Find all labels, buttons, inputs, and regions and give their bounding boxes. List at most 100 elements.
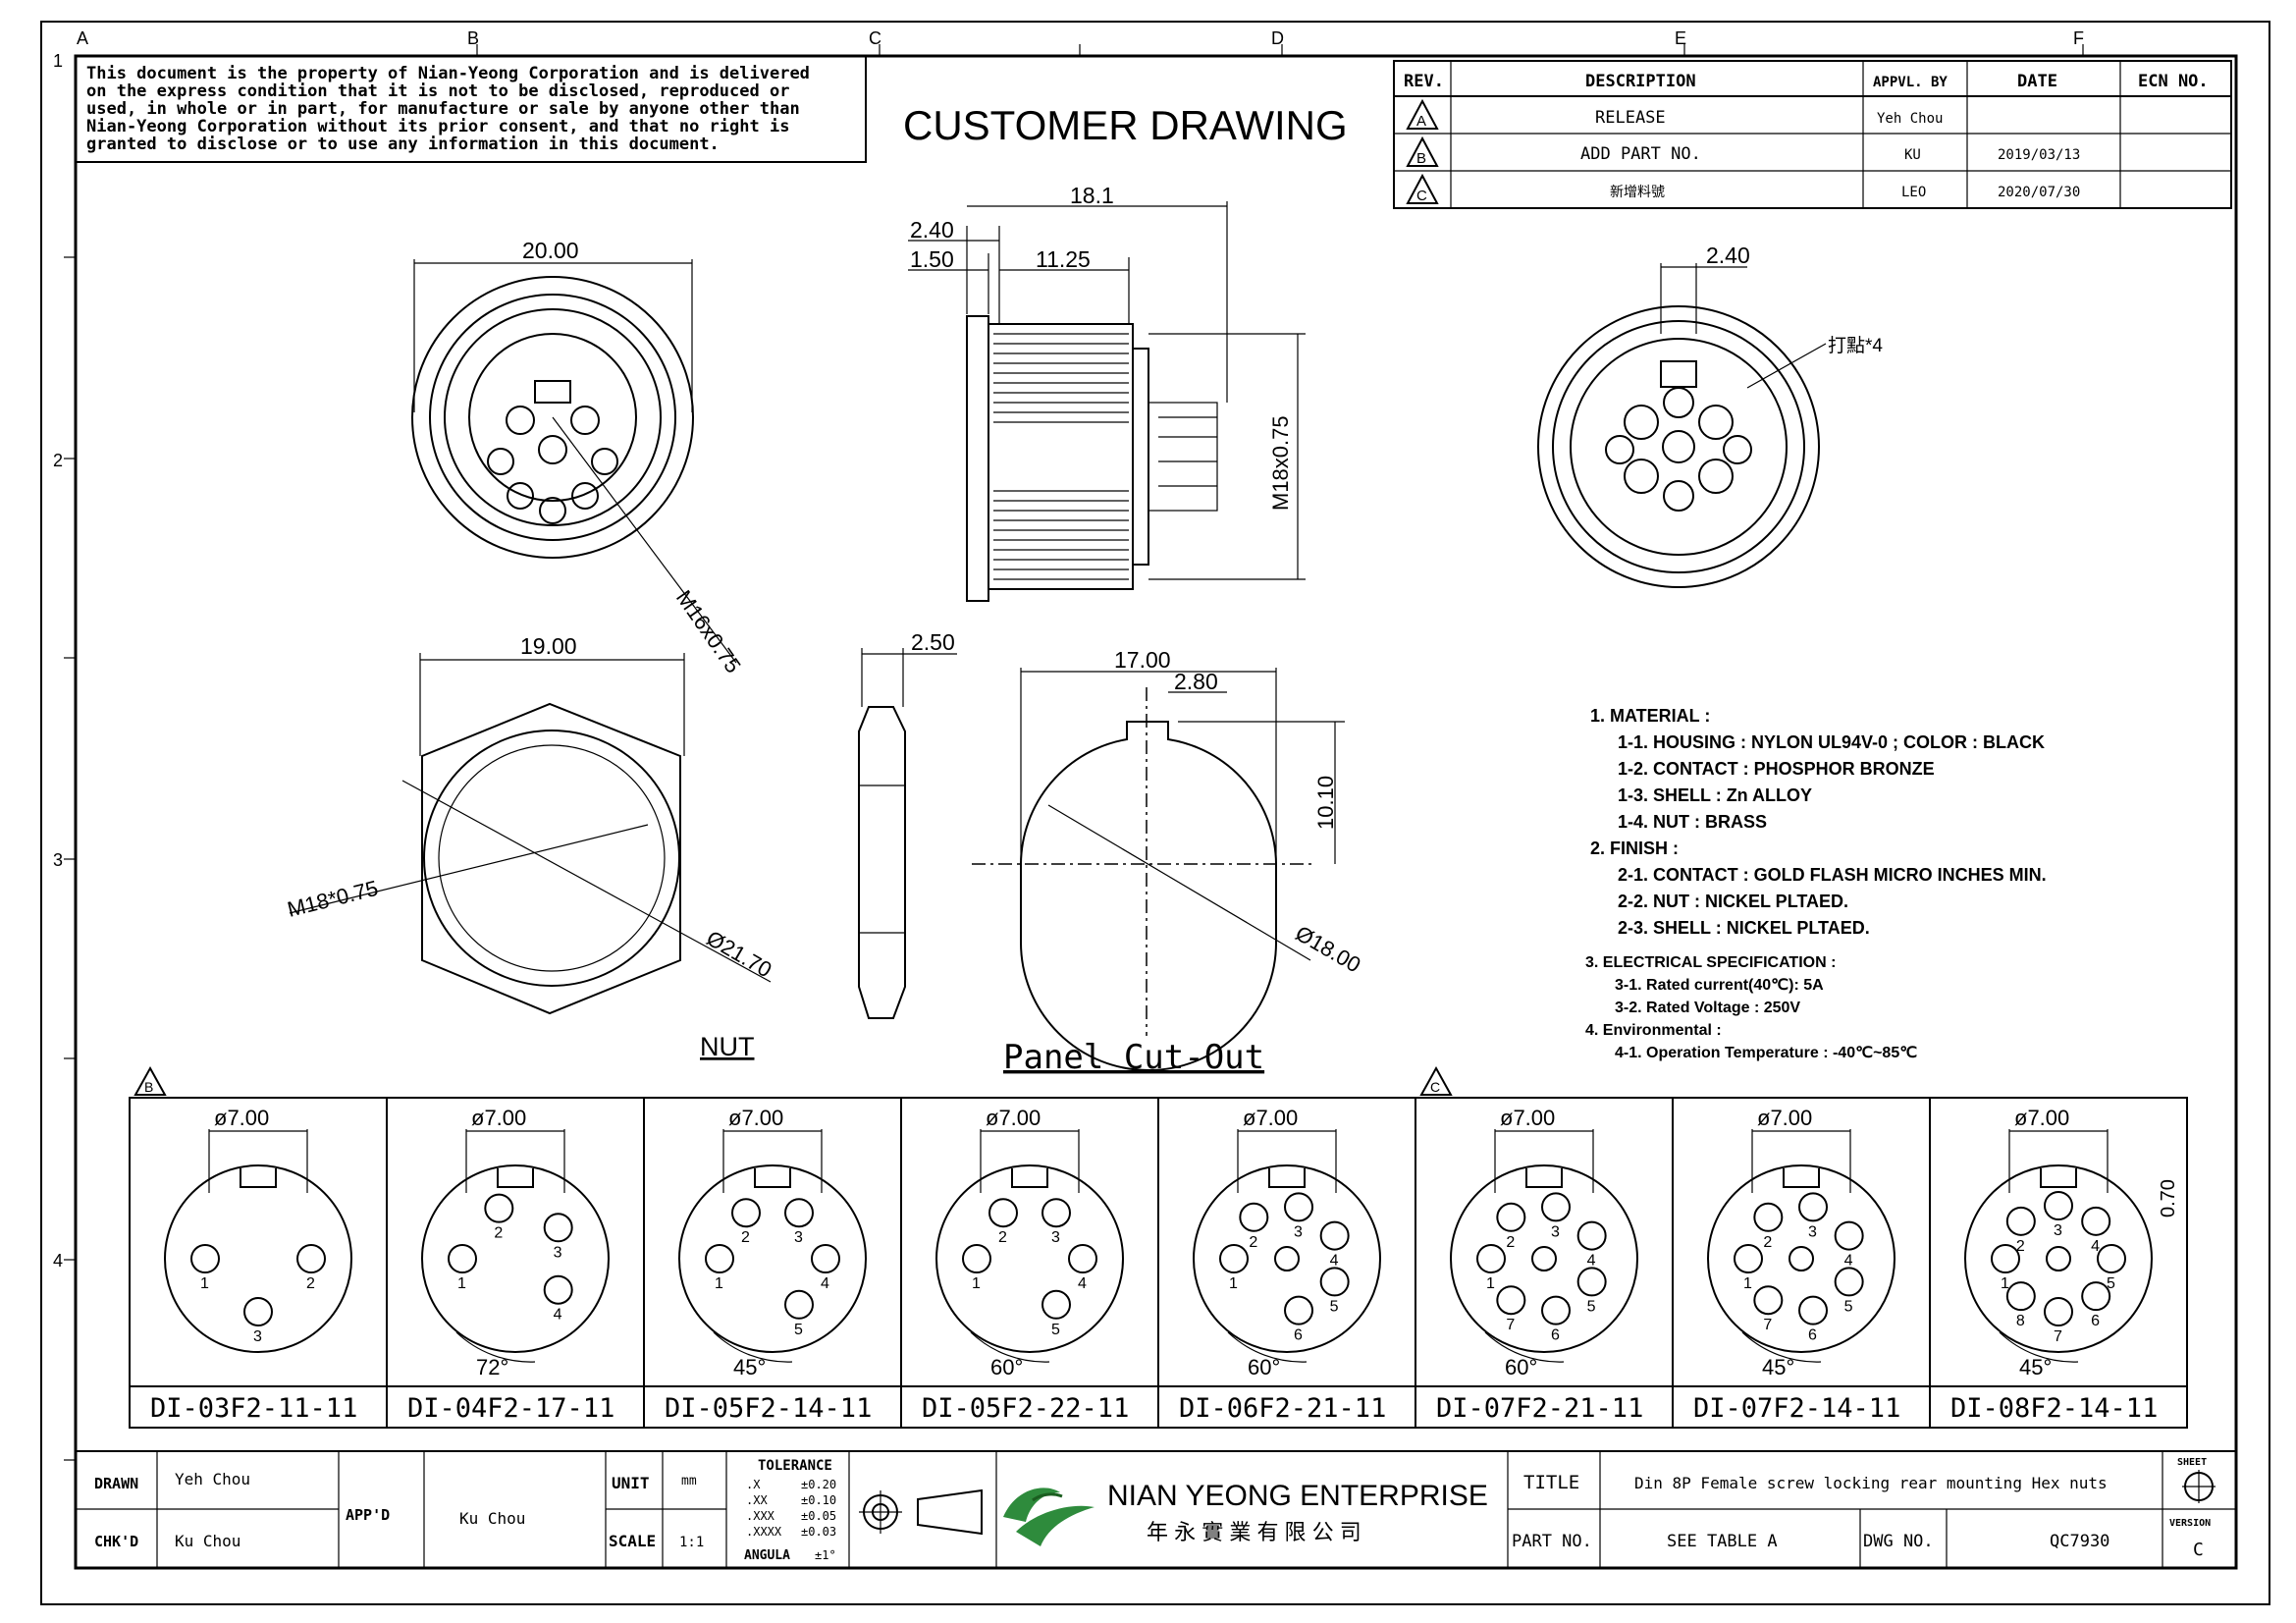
note-1-3: 1-3. SHELL : Zn ALLOY	[1618, 785, 1812, 805]
pin-contact	[1219, 1244, 1249, 1273]
pin-number: 6	[2091, 1313, 2100, 1329]
pin-circle-dim: ø7.00	[728, 1106, 783, 1130]
pin-number: 5	[1844, 1298, 1853, 1315]
part-number: DI-04F2-17-11	[407, 1393, 614, 1424]
pin-number: 5	[1330, 1298, 1339, 1315]
pin-contact	[1798, 1192, 1829, 1222]
part-number: DI-03F2-11-11	[150, 1393, 357, 1424]
panel-cutout-view: 17.00 2.80 10.10 Ø18.00 Panel Cut-Out	[972, 647, 1365, 1077]
tb-appd: Ku Chou	[459, 1509, 525, 1528]
dim-side-flange: 2.40	[910, 217, 954, 243]
tb-dwg-label: DWG NO.	[1863, 1532, 1934, 1551]
back-view: 2.40 打點*4	[1537, 243, 1883, 588]
pin-contact	[784, 1198, 814, 1228]
tb-company-en: NIAN YEONG ENTERPRISE	[1107, 1480, 1488, 1512]
pin-angle: 60°	[1248, 1355, 1280, 1380]
pin-number: 5	[1587, 1298, 1596, 1315]
part-number: DI-07F2-21-11	[1436, 1393, 1643, 1424]
note-2-3: 2-3. SHELL : NICKEL PLTAED.	[1618, 918, 1870, 938]
pin-contact	[448, 1244, 477, 1273]
pin-circle-dim: ø7.00	[1243, 1106, 1298, 1130]
pin-contact	[2005, 1206, 2036, 1236]
pin-number: 1	[715, 1275, 723, 1292]
tb-part: SEE TABLE A	[1667, 1532, 1778, 1551]
pin-body	[1707, 1164, 1896, 1353]
rev-a-marker: A	[1416, 113, 1426, 130]
tb-tol-v1: ±0.20	[801, 1478, 836, 1491]
back-note: 打點*4	[1828, 335, 1883, 356]
nut-view: 19.00 M18*0.75 Ø21.70 2.50 NUT	[285, 629, 957, 1061]
pin-contact	[190, 1244, 220, 1273]
pin-contact	[1319, 1267, 1350, 1297]
pin-number: 6	[1808, 1327, 1817, 1344]
tb-sheet-label: SHEET	[2177, 1457, 2207, 1468]
pin-circle-dim: ø7.00	[214, 1106, 269, 1130]
tb-unit-label: UNIT	[612, 1474, 650, 1492]
pin-number: 3	[253, 1328, 262, 1345]
tb-drawn: Yeh Chou	[175, 1470, 250, 1488]
pin-key-dim: 0.70	[2158, 1179, 2179, 1217]
pin-number: 4	[821, 1275, 829, 1292]
notice-text: This document is the property of Nian-Ye…	[86, 64, 810, 154]
pin-body	[1450, 1164, 1638, 1353]
pin-number: 8	[2016, 1313, 2025, 1329]
rev-marker-b: B	[144, 1079, 153, 1095]
pin-contact	[1753, 1285, 1784, 1316]
pin-number: 6	[1551, 1327, 1560, 1344]
panel-cutout-label: Panel Cut-Out	[1003, 1038, 1264, 1077]
dim-side-step: 1.50	[910, 246, 954, 272]
pin-number: 6	[1294, 1327, 1303, 1344]
part-number: DI-07F2-14-11	[1693, 1393, 1900, 1424]
pin-contact	[296, 1244, 326, 1273]
rev-c-by: LEO	[1901, 185, 1926, 200]
tb-tol-v4: ±0.03	[801, 1525, 836, 1539]
tb-scale: 1:1	[679, 1535, 704, 1550]
pin-contact	[543, 1213, 573, 1243]
rev-c-desc: 新增料號	[1610, 184, 1665, 199]
note-1-1: 1-1. HOUSING : NYLON UL94V-0 ; COLOR : B…	[1618, 732, 2045, 752]
rev-marker-b-shape	[133, 1065, 167, 1096]
dim-cutout-dia: Ø18.00	[1292, 921, 1365, 978]
dim-nut-thick: 2.50	[911, 629, 955, 655]
pin-body	[935, 1164, 1124, 1353]
note-3-2: 3-2. Rated Voltage : 250V	[1615, 1000, 1800, 1016]
dim-side-overall: 18.1	[1070, 183, 1114, 208]
pin-contact	[1284, 1192, 1314, 1222]
notice-line-2: on the express condition that it is not …	[86, 81, 789, 101]
grid-col-c: C	[869, 28, 881, 48]
notes: 1. MATERIAL : 1-1. HOUSING : NYLON UL94V…	[1585, 706, 2047, 1061]
rev-marker-c-shape	[1419, 1065, 1453, 1096]
pin-angle: 45°	[733, 1355, 766, 1380]
pin-contact	[2097, 1244, 2126, 1273]
note-4-1: 4-1. Operation Temperature : -40℃~85℃	[1615, 1045, 1917, 1061]
pin-number: 1	[200, 1275, 209, 1292]
grid-col-e: E	[1675, 28, 1686, 48]
dim-nut-thread: M18*0.75	[285, 876, 380, 922]
pin-contact	[1991, 1244, 2020, 1273]
pin-contact	[484, 1193, 514, 1223]
tb-scale-label: SCALE	[609, 1532, 656, 1550]
pin-number: 3	[1551, 1223, 1560, 1240]
dim-front-thread: M16x0.75	[671, 586, 746, 677]
pin-contact	[1541, 1192, 1572, 1222]
notice-line-5: granted to disclose or to use any inform…	[86, 135, 720, 154]
pin-angle: 72°	[476, 1355, 508, 1380]
inner-border	[74, 54, 2238, 1570]
pin-number: 7	[1506, 1317, 1515, 1333]
pin-contact	[2044, 1191, 2073, 1220]
note-1-2: 1-2. CONTACT : PHOSPHOR BRONZE	[1618, 759, 1935, 779]
pin-number: 3	[1294, 1223, 1303, 1240]
tb-tolerance-label: TOLERANCE	[758, 1458, 832, 1474]
rev-b-marker: B	[1416, 150, 1426, 167]
pin-number: 2	[494, 1225, 503, 1242]
tb-dwg: QC7930	[2050, 1532, 2109, 1551]
pin-number: 1	[2001, 1275, 2009, 1292]
tb-appd-label: APP'D	[346, 1506, 390, 1524]
pin-contact	[1541, 1295, 1572, 1325]
dim-cutout-key: 2.80	[1174, 669, 1218, 694]
pin-contact	[1576, 1267, 1607, 1297]
projection-symbol-cone	[917, 1488, 983, 1536]
